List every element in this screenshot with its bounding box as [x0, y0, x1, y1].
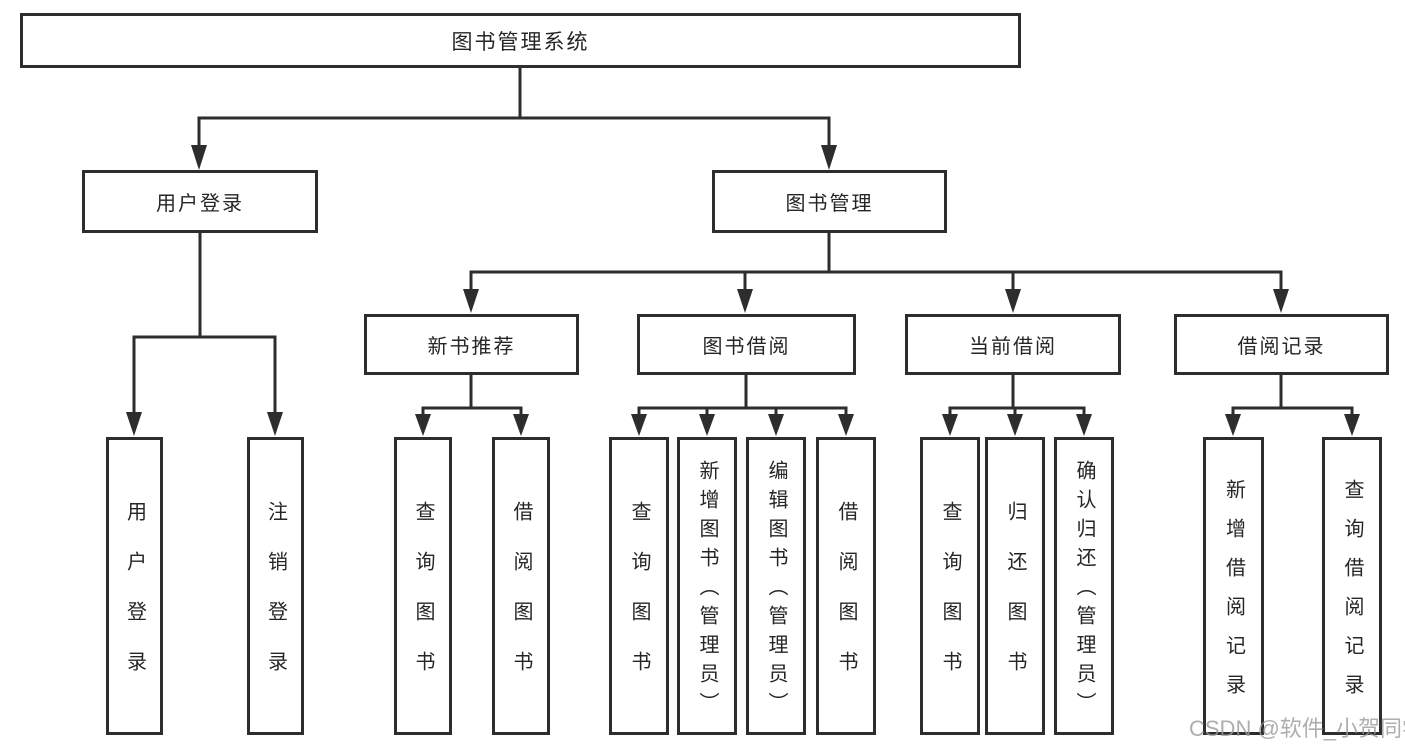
leaf-records-add-record-label: 新增借阅记录	[1222, 478, 1245, 713]
leaf-current-return-book: 归还图书	[985, 437, 1045, 735]
leaf-logout-label: 注销登录	[264, 501, 287, 701]
node-new-book-recommend-label: 新书推荐	[427, 336, 516, 358]
leaf-records-add-record: 新增借阅记录	[1203, 437, 1264, 735]
leaf-recommend-borrow-book-label: 借阅图书	[510, 501, 532, 701]
node-book-borrowing-label: 图书借阅	[702, 336, 791, 358]
leaf-borrowing-add-book-admin: 新增图书（管理员）	[677, 437, 737, 735]
leaf-borrowing-edit-book-admin-label: 编辑图书（管理员）	[765, 460, 787, 721]
leaf-current-query-book-label: 查询图书	[939, 501, 961, 701]
node-borrowing-records: 借阅记录	[1174, 314, 1389, 375]
leaf-user-login: 用户登录	[106, 437, 163, 735]
leaf-records-query-record-label: 查询借阅记录	[1341, 478, 1363, 713]
node-user-login-label: 用户登录	[156, 193, 244, 215]
leaf-current-confirm-return-admin-label: 确认归还（管理员）	[1073, 460, 1095, 721]
leaf-user-login-label: 用户登录	[123, 501, 146, 701]
leaf-borrowing-borrow-book: 借阅图书	[816, 437, 876, 735]
leaf-current-confirm-return-admin: 确认归还（管理员）	[1054, 437, 1114, 735]
leaf-borrowing-add-book-admin-label: 新增图书（管理员）	[696, 460, 718, 721]
leaf-borrowing-edit-book-admin: 编辑图书（管理员）	[746, 437, 806, 735]
node-book-management-label: 图书管理	[785, 193, 874, 215]
leaf-borrowing-query-book: 查询图书	[609, 437, 669, 735]
leaf-recommend-query-book-label: 查询图书	[412, 501, 434, 701]
leaf-records-query-record: 查询借阅记录	[1322, 437, 1382, 735]
node-library-system-label: 图书管理系统	[451, 30, 590, 54]
leaf-borrowing-query-book-label: 查询图书	[628, 501, 650, 701]
node-user-login: 用户登录	[82, 170, 318, 233]
node-library-system: 图书管理系统	[20, 13, 1021, 68]
node-borrowing-records-label: 借阅记录	[1237, 336, 1326, 358]
leaf-recommend-borrow-book: 借阅图书	[492, 437, 550, 735]
leaf-borrowing-borrow-book-label: 借阅图书	[835, 501, 857, 701]
node-current-borrowing-label: 当前借阅	[969, 336, 1057, 358]
node-book-management: 图书管理	[712, 170, 947, 233]
leaf-current-query-book: 查询图书	[920, 437, 980, 735]
node-new-book-recommend: 新书推荐	[364, 314, 579, 375]
node-current-borrowing: 当前借阅	[905, 314, 1121, 375]
watermark: CSDN @软件_小贺同学	[1189, 716, 1405, 741]
leaf-recommend-query-book: 查询图书	[394, 437, 452, 735]
leaf-current-return-book-label: 归还图书	[1004, 501, 1026, 701]
node-book-borrowing: 图书借阅	[637, 314, 856, 375]
leaf-logout: 注销登录	[247, 437, 304, 735]
